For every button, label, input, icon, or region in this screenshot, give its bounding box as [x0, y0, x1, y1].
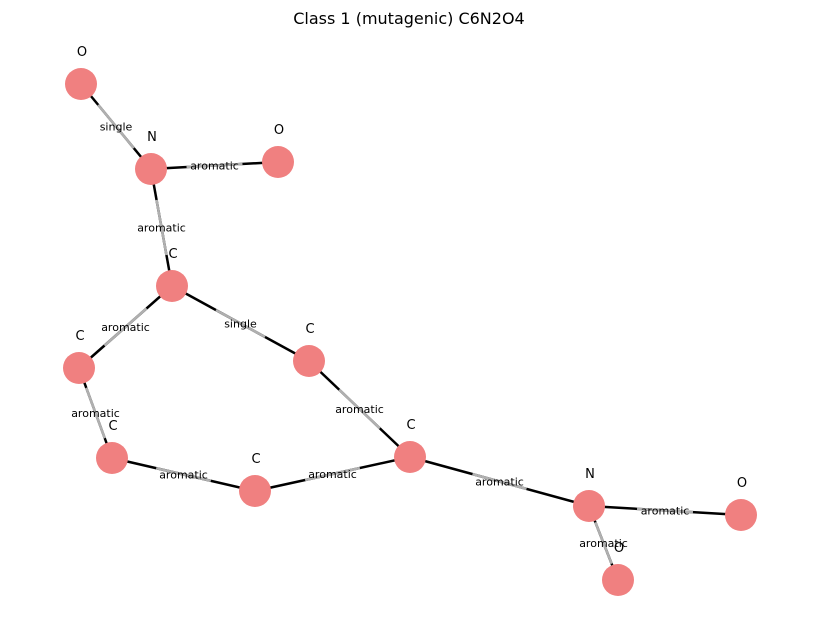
bond-segment — [85, 387, 106, 439]
atom-node-n2 — [573, 490, 605, 522]
atom-node-n1 — [135, 153, 167, 185]
atom-node-c5 — [239, 475, 271, 507]
bond-label: aromatic — [101, 321, 150, 334]
atom-label: N — [147, 130, 157, 145]
bond-label: aromatic — [159, 469, 208, 482]
bond-label: aromatic — [335, 403, 384, 416]
bond-segment — [594, 521, 613, 565]
bond-segment — [97, 104, 135, 149]
atom-node-o4 — [602, 564, 634, 596]
bond-label: aromatic — [308, 468, 357, 481]
bond-label: single — [224, 318, 257, 331]
bond-label: aromatic — [137, 222, 186, 235]
atom-node-o1 — [65, 68, 97, 100]
atom-node-o3 — [725, 499, 757, 531]
atom-label: O — [614, 541, 624, 556]
atom-node-c1 — [156, 270, 188, 302]
bond-label: aromatic — [641, 505, 690, 518]
bond-segment — [304, 466, 361, 482]
bond-segment — [636, 507, 694, 514]
atom-label: C — [251, 452, 260, 467]
bond-label: aromatic — [475, 476, 524, 489]
atom-label: C — [108, 419, 117, 434]
bond-label: single — [100, 121, 133, 134]
atom-layer — [63, 68, 757, 596]
bond-segment — [155, 199, 168, 256]
bond-segment — [103, 307, 148, 347]
bond-label: aromatic — [190, 160, 239, 173]
atom-label: C — [305, 322, 314, 337]
bond-segment — [215, 308, 266, 339]
bond-segment — [155, 466, 212, 483]
atom-node-c6 — [394, 441, 426, 473]
atom-node-c3 — [293, 345, 325, 377]
atom-label: N — [585, 467, 595, 482]
atom-node-c2 — [63, 352, 95, 384]
bond-label-layer: single aromatic aromatic aromatic single arom… — [71, 121, 689, 551]
atom-label: C — [406, 418, 415, 433]
atom-label: C — [75, 329, 84, 344]
atom-label: O — [737, 476, 747, 491]
atom-label-layer: O N O C C C C C C N O O — [75, 45, 747, 556]
atom-label: O — [77, 45, 87, 60]
bond-segment — [472, 472, 527, 491]
bond-label: aromatic — [71, 407, 120, 420]
atom-label: C — [168, 247, 177, 262]
atom-node-o2 — [262, 146, 294, 178]
bond-label: aromatic — [579, 537, 628, 550]
atom-node-c4 — [96, 442, 128, 474]
atom-label: O — [274, 123, 284, 138]
diagram-title: Class 1 (mutagenic) C6N2O4 — [293, 9, 524, 28]
bond-segment — [186, 162, 243, 169]
bond-segment — [338, 388, 381, 430]
